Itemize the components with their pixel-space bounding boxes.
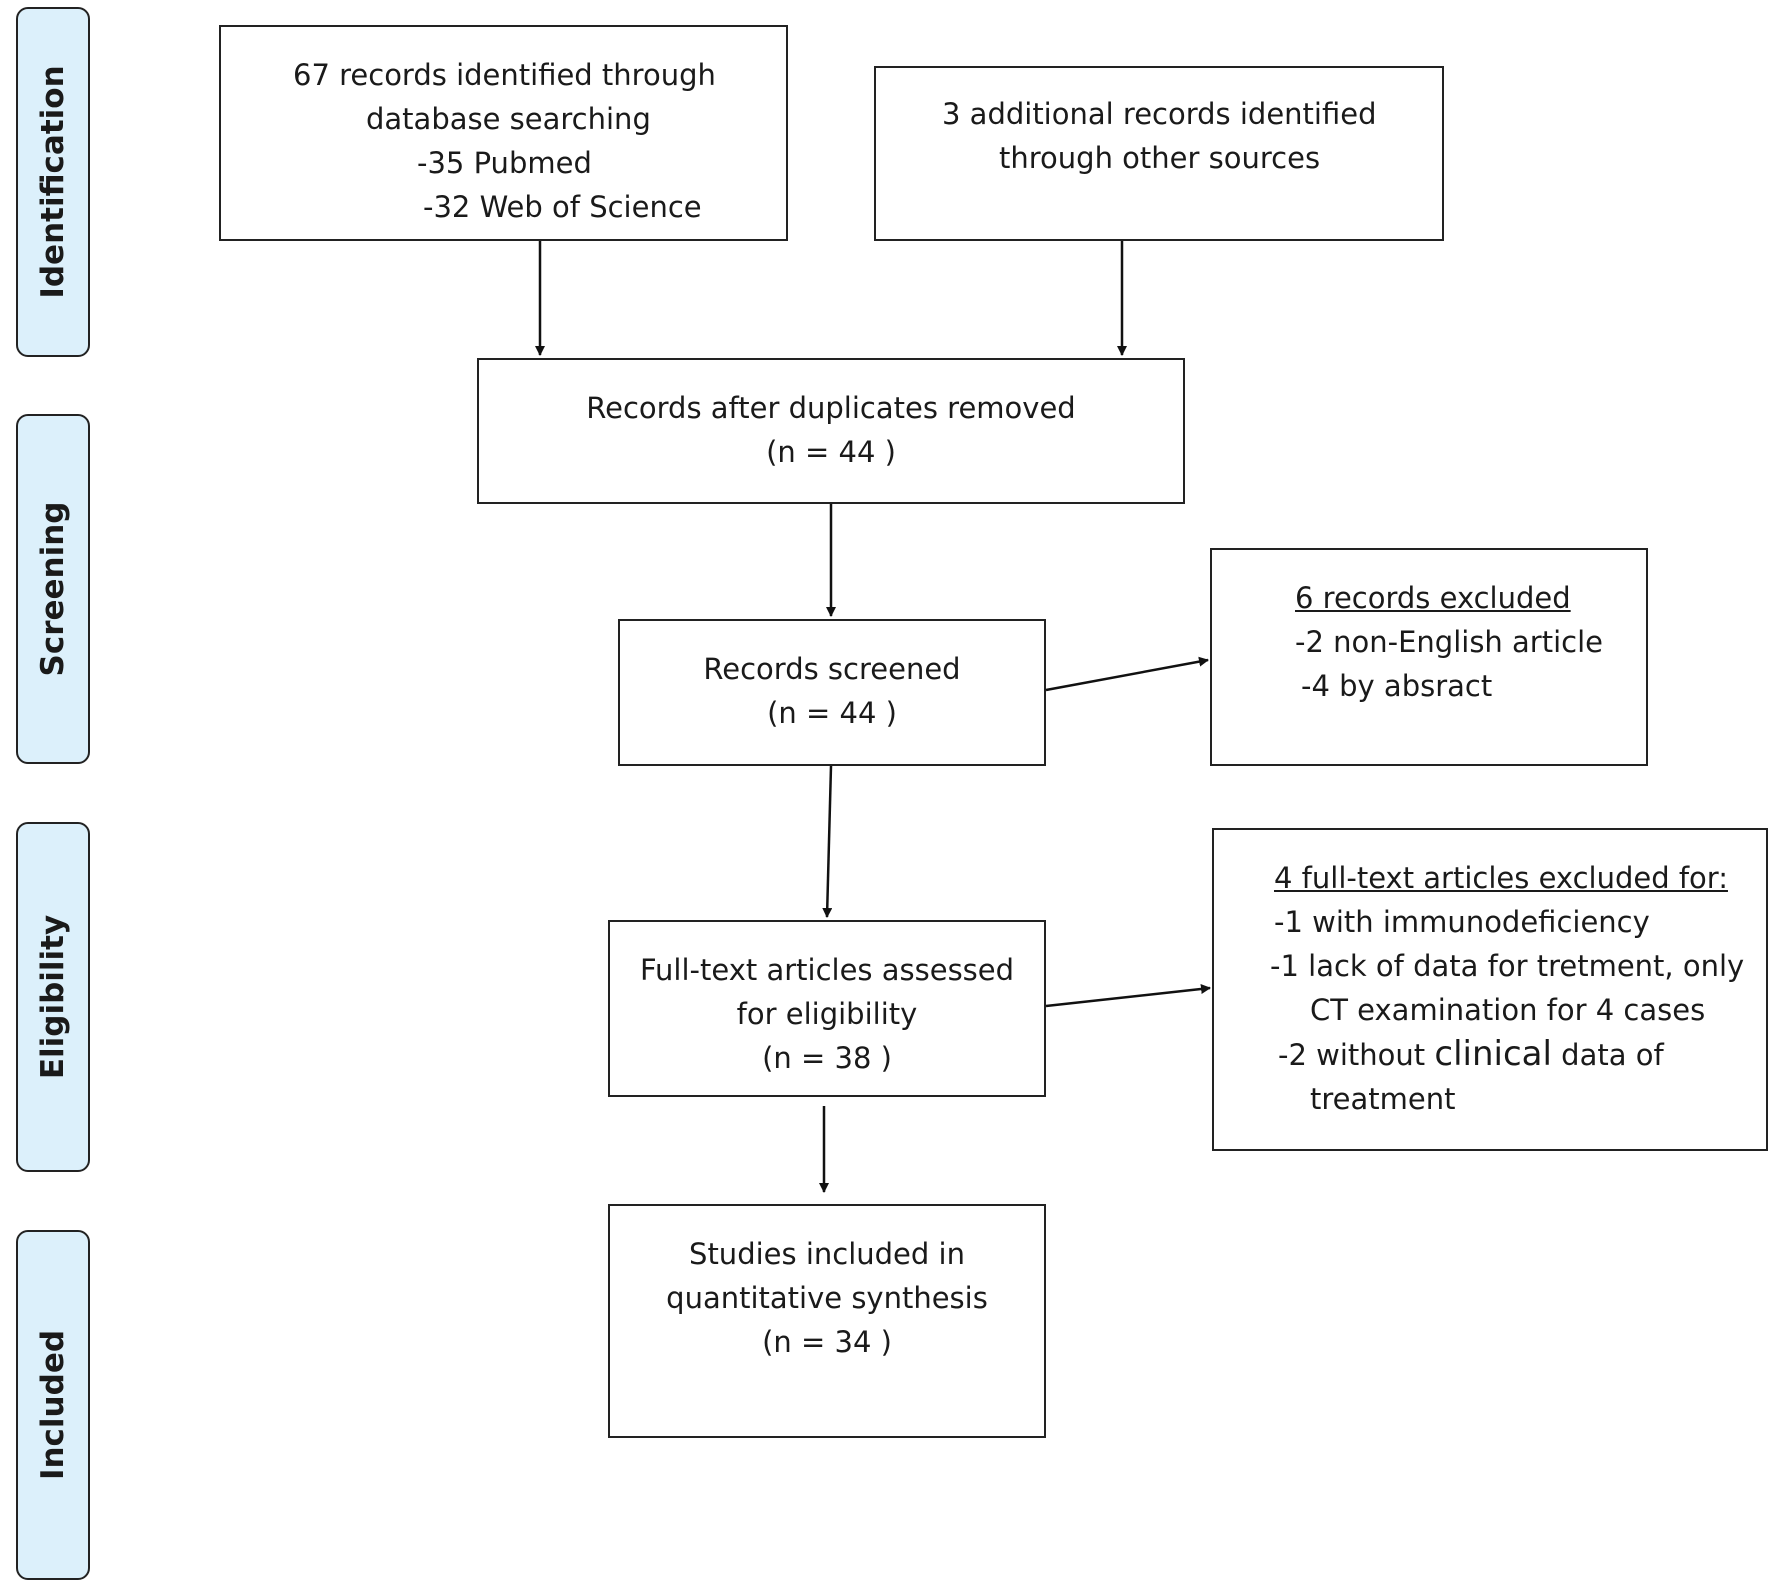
- stage-eligibility: Eligibility: [16, 822, 90, 1172]
- database-line-1: 67 records identified through: [293, 58, 716, 92]
- fulltext-excluded-line-4a: -2 without: [1278, 1038, 1435, 1072]
- fulltext-excluded-line-2: -1 lack of data for tretment, only: [1270, 949, 1745, 983]
- studies-included-box: Studies included in quantitative synthes…: [608, 1204, 1046, 1438]
- database-line-3: -35 Pubmed: [417, 146, 592, 180]
- other-sources-box: 3 additional records identified through …: [874, 66, 1444, 241]
- fulltext-excluded-line-5: treatment: [1310, 1082, 1456, 1116]
- records-screened-line-1: Records screened: [703, 652, 961, 686]
- stage-screening: Screening: [16, 414, 90, 764]
- fulltext-excluded-line-3: CT examination for 4 cases: [1310, 993, 1706, 1027]
- fulltext-excluded-line-4c: data of: [1551, 1038, 1664, 1072]
- arrow-screened-to-fulltext: [822, 765, 833, 918]
- database-line-2: database searching: [366, 102, 651, 136]
- records-screened-count: (n = 44 ): [767, 696, 897, 730]
- database-search-box: 67 records identified through database s…: [219, 25, 788, 241]
- fulltext-excluded-box: 4 full-text articles excluded for: -1 wi…: [1212, 828, 1768, 1151]
- screening-excluded-line-1: -2 non-English article: [1295, 625, 1603, 659]
- screening-excluded-box: 6 records excluded -2 non-English articl…: [1210, 548, 1648, 766]
- other-sources-line-2: through other sources: [999, 141, 1321, 175]
- records-screened-box: Records screened (n = 44 ): [618, 619, 1046, 766]
- stage-identification: Identification: [16, 7, 90, 357]
- arrow-fulltext-to-excluded: [1045, 984, 1211, 1008]
- studies-included-line-2: quantitative synthesis: [666, 1281, 988, 1315]
- fulltext-assessed-box: Full-text articles assessed for eligibil…: [608, 920, 1046, 1097]
- screening-excluded-line-2: -4 by absract: [1301, 669, 1493, 703]
- fulltext-assessed-line-1: Full-text articles assessed: [639, 953, 1015, 987]
- fulltext-excluded-line-4b: clinical: [1434, 1034, 1552, 1074]
- database-line-4: -32 Web of Science: [423, 190, 702, 224]
- studies-included-count: (n = 34 ): [762, 1325, 892, 1359]
- duplicates-removed-line-1: Records after duplicates removed: [586, 391, 1076, 425]
- fulltext-assessed-count: (n = 38 ): [762, 1041, 892, 1075]
- fulltext-excluded-line-4: -2 without clinical data of: [1214, 1032, 1766, 1077]
- studies-included-line-1: Studies included in: [689, 1237, 965, 1271]
- fulltext-assessed-line-2: for eligibility: [736, 997, 918, 1031]
- fulltext-excluded-line-1: -1 with immunodeficiency: [1274, 905, 1650, 939]
- arrow-screened-to-excluded: [1045, 656, 1209, 692]
- screening-excluded-title: 6 records excluded: [1295, 581, 1571, 615]
- duplicates-removed-count: (n = 44 ): [766, 435, 896, 469]
- other-sources-line-1: 3 additional records identified: [942, 97, 1377, 131]
- duplicates-removed-box: Records after duplicates removed (n = 44…: [477, 358, 1185, 504]
- fulltext-excluded-title: 4 full-text articles excluded for:: [1274, 861, 1728, 895]
- stage-included: Included: [16, 1230, 90, 1580]
